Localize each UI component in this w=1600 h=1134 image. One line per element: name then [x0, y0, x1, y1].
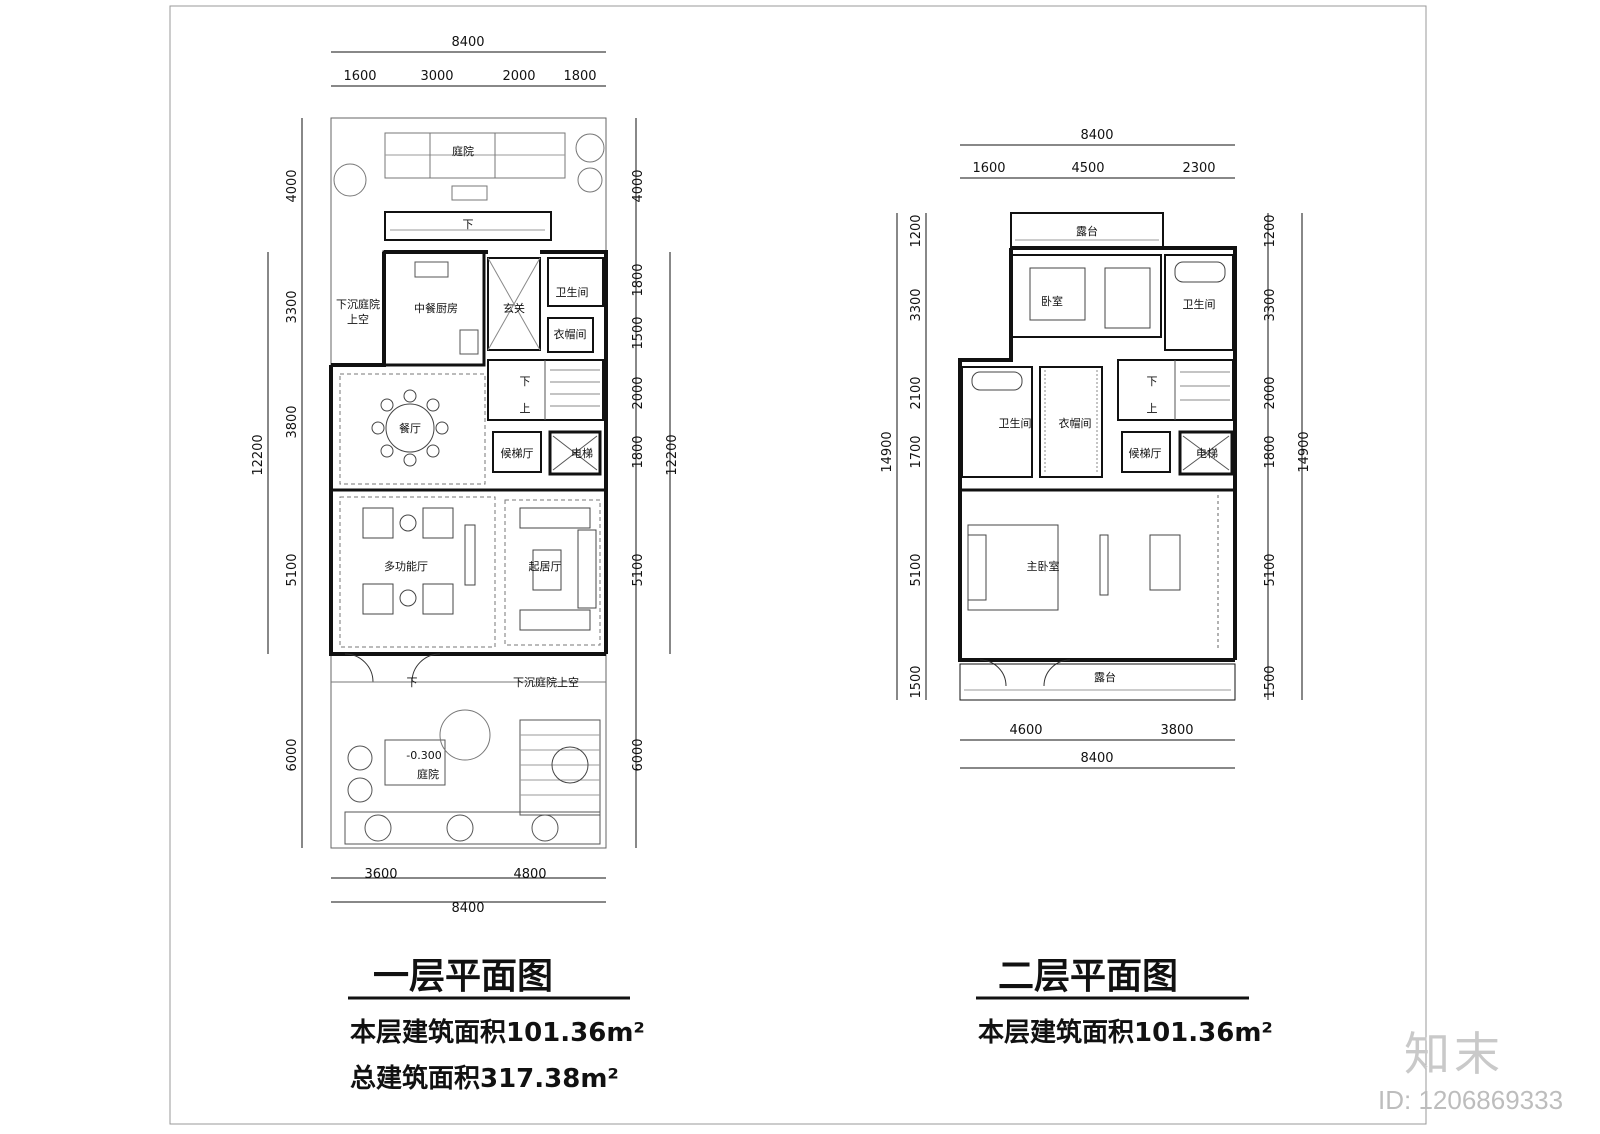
f1-room-living: 起居厅 — [529, 560, 562, 573]
f2-room-terrace-bottom: 露台 — [1094, 670, 1116, 684]
floor1-total-area: 总建筑面积317.38m² — [350, 1064, 619, 1094]
f1-dim-top-0: 1600 — [343, 69, 376, 84]
f1-dim-right-4: 1800 — [631, 435, 646, 468]
f2-room-elevator: 电梯 — [1196, 447, 1218, 460]
floor2-title: 二层平面图 — [998, 956, 1179, 997]
f2-dim-left-1: 3300 — [909, 288, 924, 321]
f1-dim-top-2: 2000 — [502, 69, 535, 84]
floor2-labels: 8400 1600 4500 2300 4600 3800 8400 1200 … — [880, 128, 1312, 766]
f2-dim-right-4: 5100 — [1263, 553, 1278, 586]
f1-dim-right-1: 1800 — [631, 263, 646, 296]
f1-dim-bottom-0: 3600 — [364, 867, 397, 882]
f2-room-master: 主卧室 — [1027, 559, 1060, 573]
f2-dim-right-2: 2000 — [1263, 376, 1278, 409]
f2-stair-up: 上 — [1147, 402, 1158, 415]
f1-dim-left-1: 3300 — [285, 290, 300, 323]
f1-dim-bottom-total: 8400 — [451, 901, 484, 916]
f2-dim-right-1: 3300 — [1263, 288, 1278, 321]
f2-dim-bottom-total: 8400 — [1080, 751, 1113, 766]
f1-room-multi: 多功能厅 — [384, 559, 428, 573]
f1-arrow-down-top: 下 — [463, 218, 474, 231]
f2-room-cloak: 衣帽间 — [1059, 416, 1092, 430]
watermark-logo: 知末 — [1404, 1027, 1504, 1081]
f1-dim-left-4: 6000 — [285, 738, 300, 771]
f2-dim-right-3: 1800 — [1263, 435, 1278, 468]
f1-room-kitchen: 中餐厨房 — [414, 301, 458, 315]
f1-room-cloak: 衣帽间 — [554, 327, 587, 341]
floor2-area: 本层建筑面积101.36m² — [978, 1018, 1273, 1048]
floor1-labels: 8400 1600 3000 2000 1800 3600 4800 8400 … — [251, 35, 680, 916]
f1-dim-bottom-1: 4800 — [513, 867, 546, 882]
f2-dim-bottom-1: 3800 — [1160, 723, 1193, 738]
f1-arrow-down-bottom: 下 — [407, 676, 418, 689]
f2-dim-top-0: 1600 — [972, 161, 1005, 176]
f2-dim-bottom-0: 4600 — [1009, 723, 1042, 738]
f2-room-bedroom: 卧室 — [1041, 294, 1063, 308]
watermark-id: ID: 1206869333 — [1378, 1085, 1564, 1115]
f1-dim-right-6: 6000 — [631, 738, 646, 771]
f1-dim-left-0: 4000 — [285, 169, 300, 202]
f1-room-lift-lobby: 候梯厅 — [501, 446, 534, 460]
f1-room-wc: 卫生间 — [556, 285, 589, 299]
f2-dim-left-total: 14900 — [880, 431, 895, 472]
f1-dim-top-1: 3000 — [420, 69, 453, 84]
f1-stair-down: 下 — [520, 375, 531, 388]
f2-dim-left-4: 5100 — [909, 553, 924, 586]
f2-dim-top-2: 2300 — [1182, 161, 1215, 176]
f2-dim-top-total: 8400 — [1080, 128, 1113, 143]
f1-dim-left-3: 5100 — [285, 553, 300, 586]
f1-room-elevator: 电梯 — [571, 447, 593, 460]
f1-stair-up: 上 — [520, 402, 531, 415]
floor1-plan — [267, 51, 671, 903]
floor1-area: 本层建筑面积101.36m² — [350, 1018, 645, 1048]
f2-dim-left-3: 1700 — [909, 435, 924, 468]
f1-dim-left-total: 12200 — [251, 434, 266, 475]
f1-room-dining: 餐厅 — [399, 421, 421, 435]
f1-dim-right-total: 12200 — [665, 434, 680, 475]
f2-dim-right-5: 1500 — [1263, 665, 1278, 698]
f2-dim-right-0: 1200 — [1263, 214, 1278, 247]
f1-dim-right-0: 4000 — [631, 169, 646, 202]
f2-room-wc-right: 卫生间 — [1183, 297, 1216, 311]
sheet-frame — [169, 5, 1427, 1125]
f1-room-courtyard-top: 庭院 — [452, 144, 474, 158]
f2-dim-left-0: 1200 — [909, 214, 924, 247]
f1-level-mark: -0.300 — [406, 749, 441, 762]
f1-dim-right-3: 2000 — [631, 376, 646, 409]
f1-dim-right-5: 5100 — [631, 553, 646, 586]
f1-room-sunken-2: 上空 — [347, 312, 369, 326]
f1-dim-right-2: 1500 — [631, 316, 646, 349]
f1-dim-left-2: 3800 — [285, 405, 300, 438]
f2-room-terrace-top: 露台 — [1076, 224, 1098, 238]
f2-dim-left-5: 1500 — [909, 665, 924, 698]
f1-dim-top-total: 8400 — [451, 35, 484, 50]
f2-room-lift-lobby: 候梯厅 — [1129, 446, 1162, 460]
f1-room-courtyard-bottom: 庭院 — [417, 767, 439, 781]
f1-room-foyer: 玄关 — [503, 301, 525, 315]
f2-room-wc-left: 卫生间 — [999, 416, 1032, 430]
f1-dim-top-3: 1800 — [563, 69, 596, 84]
floor2-plan — [896, 144, 1303, 769]
f2-dim-left-2: 2100 — [909, 376, 924, 409]
f2-dim-top-1: 4500 — [1071, 161, 1104, 176]
f1-room-sunken: 下沉庭院 — [336, 297, 380, 311]
f2-stair-down: 下 — [1147, 375, 1158, 388]
floor1-title: 一层平面图 — [373, 956, 554, 997]
f2-dim-right-total: 14900 — [1297, 431, 1312, 472]
f1-room-sunken-bottom: 下沉庭院上空 — [513, 675, 579, 689]
